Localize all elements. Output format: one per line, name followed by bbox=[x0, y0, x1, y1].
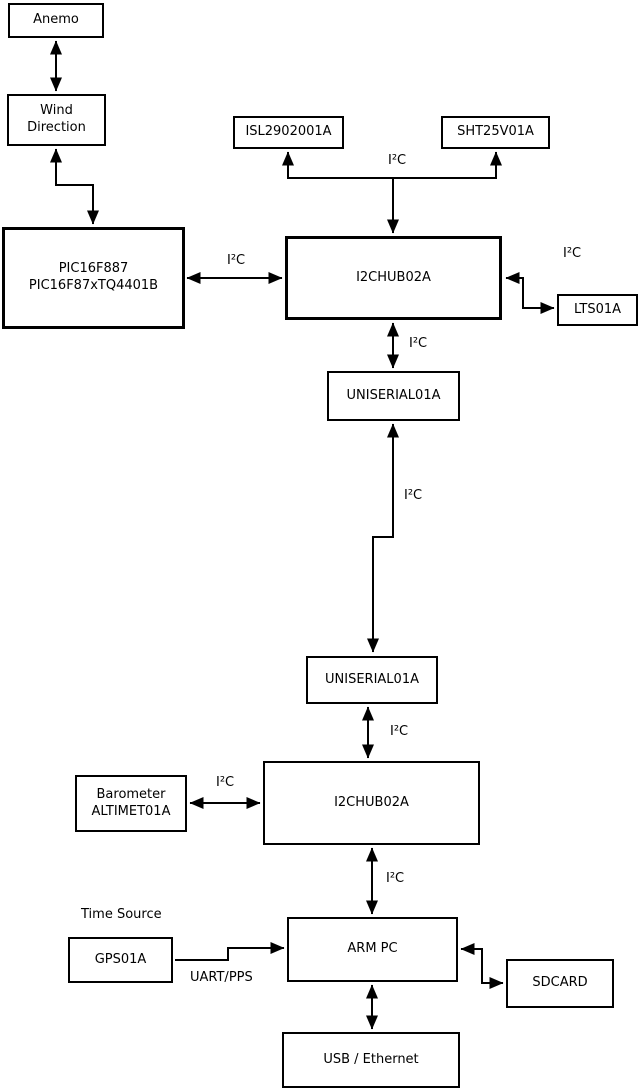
label-time-source: Time Source bbox=[81, 907, 162, 922]
edge-gps-arm bbox=[175, 942, 285, 961]
node-sht25v01a: SHT25V01A bbox=[441, 116, 550, 149]
node-sdcard: SDCARD bbox=[506, 959, 614, 1008]
edge-arm-sdcard bbox=[460, 943, 504, 989]
node-i2c-hub-2: I2CHUB02A bbox=[263, 761, 480, 845]
edge-label-i2c-hub1-uni1: I²C bbox=[409, 336, 428, 351]
node-pic16f887: PIC16F887 PIC16F87xTQ4401B bbox=[2, 227, 185, 329]
node-barometer: Barometer ALTIMET01A bbox=[75, 775, 187, 832]
edge-label-i2c-uni2-hub2: I²C bbox=[390, 724, 409, 739]
node-wind-direction: Wind Direction bbox=[7, 94, 106, 146]
node-uniserial-1: UNISERIAL01A bbox=[327, 371, 460, 421]
node-usb-ethernet: USB / Ethernet bbox=[282, 1032, 460, 1088]
edge-uni1-uni2 bbox=[367, 423, 399, 653]
edge-hub1-lts bbox=[505, 272, 555, 314]
edge-label-uart-pps: UART/PPS bbox=[190, 970, 253, 985]
node-gps01a: GPS01A bbox=[68, 937, 173, 983]
node-anemometer: Anemo bbox=[8, 3, 104, 38]
edge-label-i2c-pic-hub1: I²C bbox=[227, 253, 246, 268]
node-isl2902001a: ISL2902001A bbox=[233, 116, 344, 149]
edge-label-i2c-hub1-lts: I²C bbox=[563, 246, 582, 261]
node-i2c-hub-1: I2CHUB02A bbox=[285, 236, 502, 320]
node-uniserial-2: UNISERIAL01A bbox=[306, 656, 438, 704]
edge-label-i2c-hub1-sensors: I²C bbox=[388, 153, 407, 168]
node-arm-pc: ARM PC bbox=[287, 917, 458, 982]
node-lts01a: LTS01A bbox=[557, 294, 638, 326]
edge-label-i2c-uni1-uni2: I²C bbox=[404, 488, 423, 503]
edge-wind-pic bbox=[50, 148, 99, 225]
edge-label-i2c-hub2-arm: I²C bbox=[386, 871, 405, 886]
edge-label-i2c-baro-hub2: I²C bbox=[216, 775, 235, 790]
